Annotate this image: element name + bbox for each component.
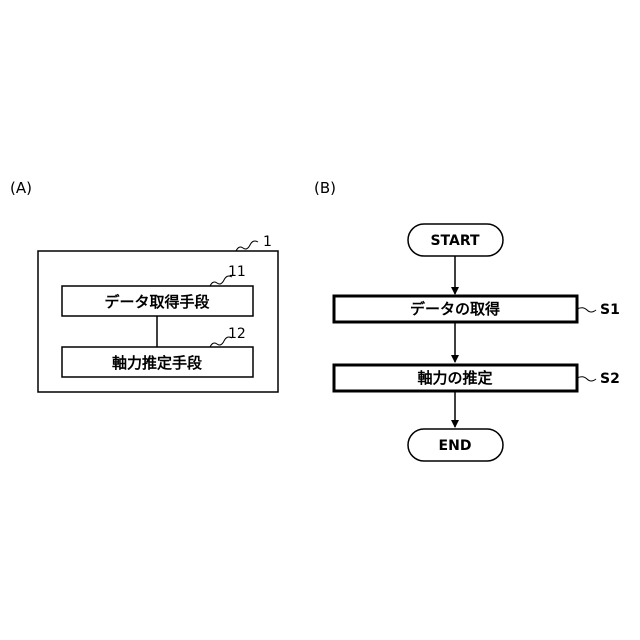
s1-ref-leader — [577, 308, 596, 312]
end-label: END — [439, 438, 472, 454]
box11-ref: 11 — [228, 264, 246, 280]
step-s2-ref: S2 — [600, 371, 620, 387]
axial-force-estimation-label: 軸力推定手段 — [112, 354, 202, 372]
panel-b-label: (B) — [314, 179, 336, 197]
step-s2-label: 軸力の推定 — [417, 369, 492, 387]
step-s1-ref: S1 — [600, 302, 620, 318]
panel-a-label: (A) — [10, 179, 32, 197]
s2-ref-leader — [577, 377, 596, 381]
step-s1-label: データの取得 — [410, 300, 500, 318]
panel-b: (B) START データの取得 S1 軸力の推定 S2 END — [314, 179, 620, 461]
device-ref-leader — [236, 241, 258, 251]
device-ref: 1 — [263, 234, 272, 250]
panel-a: (A) 1 データ取得手段 11 軸力推定手段 12 — [10, 179, 278, 392]
start-label: START — [430, 233, 480, 249]
data-acquisition-label: データ取得手段 — [104, 293, 209, 311]
box12-ref: 12 — [228, 326, 246, 342]
